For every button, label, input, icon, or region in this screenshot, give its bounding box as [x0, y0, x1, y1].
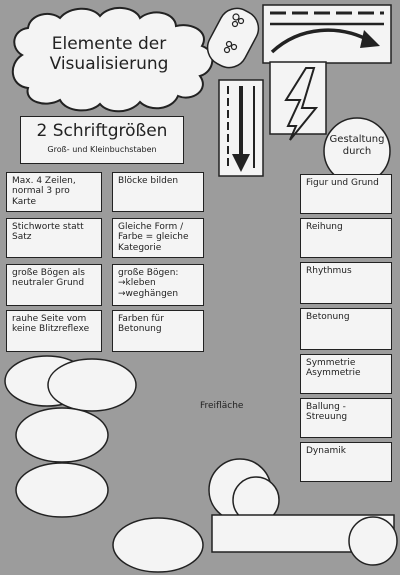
page-title: Elemente der Visualisierung — [0, 34, 218, 75]
heading-main: 2 Schriftgrößen — [36, 121, 168, 141]
free-ellipse — [15, 462, 109, 518]
vertical-arrow-card — [218, 79, 264, 177]
heading-sub: Groß- und Kleinbuchstaben — [47, 144, 157, 154]
lightning-card — [269, 61, 327, 141]
left-card-3: große Bögen als neutraler Grund — [6, 264, 102, 306]
right-card-6: Ballung - Streuung — [300, 398, 392, 438]
lines-arrow-card — [262, 4, 392, 64]
free-space-label: Freifläche — [200, 401, 244, 411]
free-ellipse — [15, 407, 109, 463]
right-card-4: Betonung — [300, 308, 392, 350]
left-card-2: Stichworte statt Satz — [6, 218, 102, 258]
heading-card: 2 Schriftgrößen Groß- und Kleinbuchstabe… — [20, 116, 184, 164]
right-card-2: Reihung — [300, 218, 392, 258]
free-ellipse — [47, 358, 137, 412]
middle-card-3: große Bögen: →kleben →weghängen — [112, 264, 204, 306]
middle-card-2: Gleiche Form / Farbe = gleiche Kategorie — [112, 218, 204, 258]
right-card-5: Symmetrie Asymmetrie — [300, 354, 392, 394]
left-card-4: rauhe Seite vom keine Blitzreflexe — [6, 310, 102, 352]
title-line-1: Elemente der — [51, 34, 167, 54]
title-cloud — [12, 7, 214, 113]
left-card-1: Max. 4 Zeilen, normal 3 pro Karte — [6, 172, 102, 212]
middle-card-1: Blöcke bilden — [112, 172, 204, 212]
title-line-2: Visualisierung — [49, 54, 169, 75]
right-card-3: Rhythmus — [300, 262, 392, 304]
middle-card-4: Farben für Betonung — [112, 310, 204, 352]
right-card-1: Figur und Grund — [300, 174, 392, 214]
gestaltung-label: Gestaltung durch — [329, 134, 385, 157]
free-circle — [348, 516, 398, 566]
dots-symbol-card — [206, 7, 260, 69]
free-ellipse — [112, 517, 204, 573]
right-card-7: Dynamik — [300, 442, 392, 482]
